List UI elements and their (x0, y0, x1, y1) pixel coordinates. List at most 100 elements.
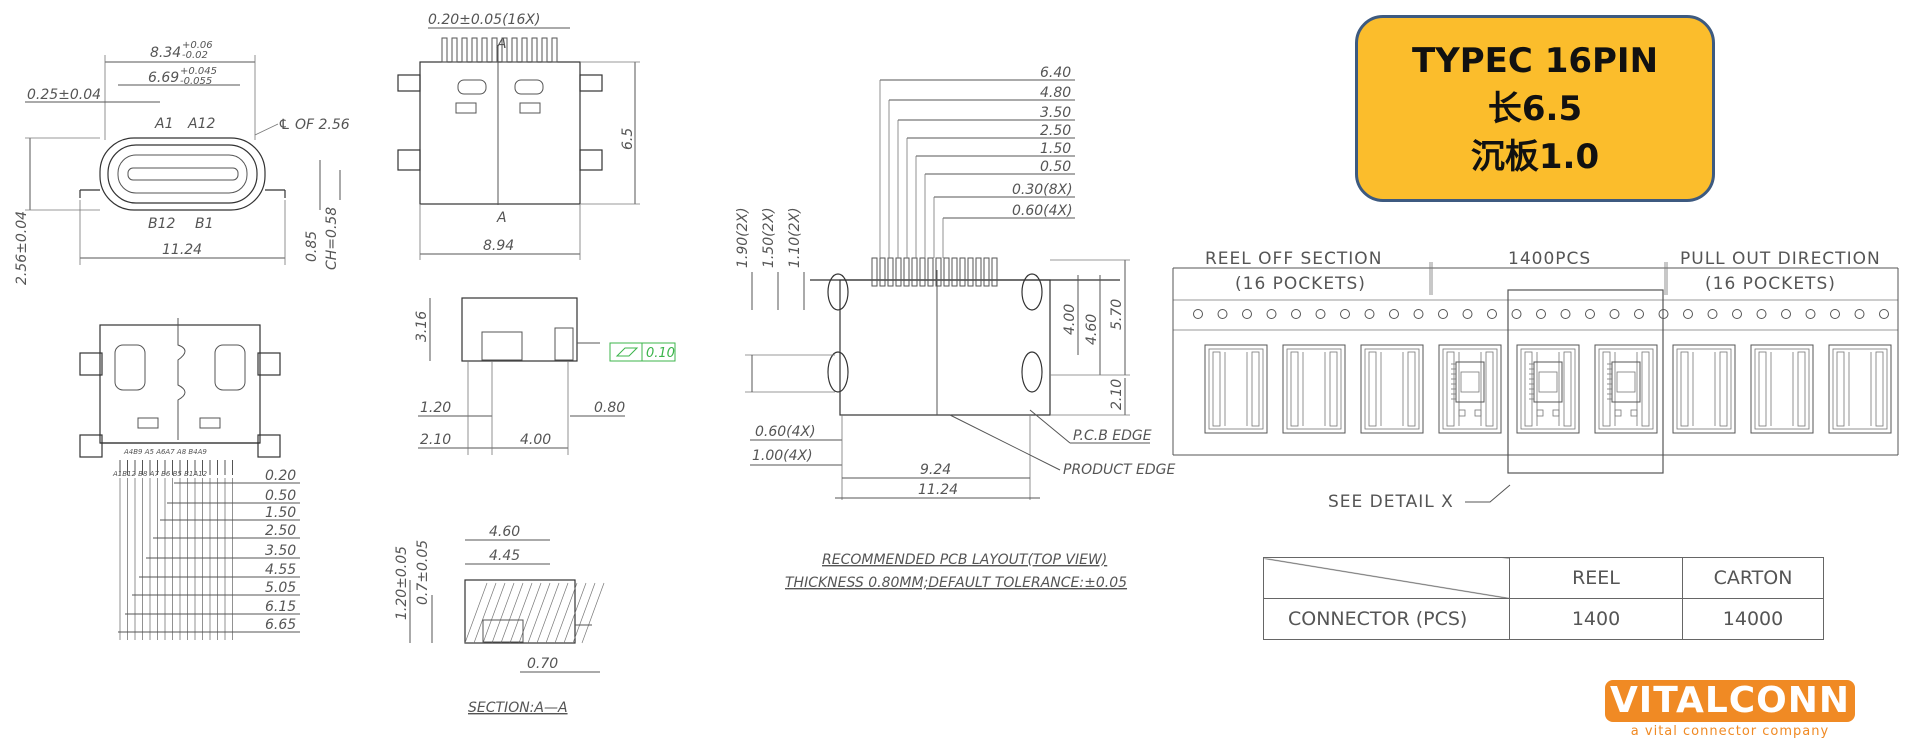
table-row: CONNECTOR (PCS) 1400 14000 (1263, 598, 1824, 640)
centerline-label: ℄ OF 2.56 (278, 117, 350, 133)
tape-pocket (1672, 344, 1736, 434)
pcb-left-dim-label: 1.90(2X) (735, 207, 751, 268)
top-pin (471, 37, 478, 63)
section-view: 4.60 4.45 1.20±0.05 0.7±0.05 0.70 SECTIO… (394, 524, 605, 716)
sprocket-hole (1805, 309, 1816, 319)
pockets-right: (16 POCKETS) (1705, 274, 1836, 294)
hatch-line (491, 582, 515, 644)
svg-text:1.20: 1.20 (420, 400, 451, 416)
sprocket-hole (1364, 309, 1375, 319)
dim-6-5: 6.5 (620, 128, 636, 150)
pcb-caption1: RECOMMENDED PCB LAYOUT(TOP VIEW) (822, 552, 1107, 568)
svg-text:4.45: 4.45 (489, 548, 520, 564)
sprocket-hole (1781, 309, 1791, 319)
pcb-edge-label: P.C.B EDGE (1073, 428, 1152, 444)
bottom-dim-label: 2.50 (265, 523, 296, 539)
pcb-dim-label: 0.60(4X) (1012, 203, 1073, 219)
side-view: 3.16 1.20 2.10 4.00 0.80 0.10 (414, 297, 676, 455)
sprocket-hole (1193, 309, 1203, 319)
svg-text:0.80: 0.80 (594, 400, 625, 416)
sprocket-hole (1879, 309, 1889, 319)
hatch-line (536, 582, 560, 644)
hatch-line (572, 582, 596, 644)
title-line2: 长6.5 (1487, 88, 1583, 129)
dim-8-34: 8.34 (150, 45, 181, 61)
tape-pocket (1360, 344, 1424, 434)
pcb-pad (975, 257, 982, 287)
sprocket-hole (1242, 309, 1252, 319)
top-pin (531, 37, 538, 63)
top-pin (481, 37, 488, 63)
pcb-vert-dim-label: 5.70 (1109, 299, 1125, 330)
top-pin (441, 37, 448, 63)
svg-text:A: A (496, 36, 507, 52)
sprocket-hole (1756, 309, 1767, 319)
pcb-pad (887, 257, 894, 287)
title-box: TYPEC 16PIN 长6.5 沉板1.0 (1355, 15, 1715, 202)
pcb-pad (959, 257, 966, 287)
pcb-dim-label: 1.50 (1040, 141, 1071, 157)
reel-value: 1400 (1509, 598, 1683, 640)
pin-labels-top: A4B9 A5 A6A7 A8 B4A9 (123, 448, 207, 456)
pcb-pad (983, 257, 990, 287)
pcb-pad (951, 257, 958, 287)
sprocket-hole (1511, 309, 1522, 319)
svg-text:1.00(4X): 1.00(4X) (752, 448, 813, 464)
svg-text:0.85: 0.85 (304, 231, 320, 262)
svg-text:B1: B1 (195, 216, 214, 232)
bottom-dim-label: 1.50 (265, 505, 296, 521)
svg-text:A12: A12 (187, 116, 215, 132)
svg-text:9.24: 9.24 (920, 462, 951, 478)
logo-mark: VITALCONN (1605, 680, 1855, 722)
svg-text:1.20±0.05: 1.20±0.05 (394, 546, 410, 620)
svg-text:4.60: 4.60 (489, 524, 520, 540)
sprocket-hole (1413, 309, 1424, 319)
dim-6-69: 6.69 (148, 70, 179, 86)
pcb-pad (967, 257, 974, 287)
pcb-dim-label: 3.50 (1040, 105, 1071, 121)
bottom-dim-label: 5.05 (265, 580, 296, 596)
hatch-line (527, 582, 551, 644)
bottom-dim-label: 4.55 (265, 562, 296, 578)
top-view: A A 0.20±0.05(16X) 8.94 6.5 (397, 12, 640, 260)
svg-text:0.70: 0.70 (527, 656, 558, 672)
tape-pocket (1438, 344, 1502, 434)
top-pin (541, 37, 548, 63)
product-edge-label: PRODUCT EDGE (1063, 462, 1175, 478)
pcb-pad (935, 257, 942, 287)
svg-text:0.60(4X): 0.60(4X) (755, 424, 816, 440)
row-label: CONNECTOR (PCS) (1263, 598, 1510, 640)
col-carton: CARTON (1682, 557, 1824, 599)
pcb-vert-dim-label: 4.60 (1084, 314, 1100, 345)
title-line3: 沉板1.0 (1470, 136, 1600, 177)
sprocket-hole (1487, 309, 1497, 319)
pcb-dim-label: 0.50 (1040, 159, 1071, 175)
qty-label: 1400PCS (1508, 249, 1591, 269)
sprocket-hole (1707, 309, 1718, 319)
pcb-pad (943, 257, 950, 287)
hatch-line (482, 582, 506, 644)
svg-text:2.10: 2.10 (420, 432, 451, 448)
pockets-left: (16 POCKETS) (1235, 274, 1366, 294)
sprocket-hole (1536, 309, 1546, 319)
pcb-caption2: THICKNESS 0.80MM;DEFAULT TOLERANCE:±0.05 (785, 575, 1127, 591)
dim-pitch: 0.25±0.04 (27, 87, 101, 103)
sprocket-hole (1389, 309, 1399, 319)
pcb-vert-dim-label: 2.10 (1109, 379, 1125, 410)
logo-tagline: a vital connector company (1630, 724, 1830, 739)
sprocket-hole (1854, 309, 1865, 319)
svg-text:4.00: 4.00 (520, 432, 551, 448)
svg-text:A1: A1 (154, 116, 173, 132)
sprocket-hole (1340, 309, 1350, 319)
pull-out-label: PULL OUT DIRECTION (1680, 249, 1881, 269)
tape-pocket (1204, 344, 1268, 434)
dim-8-94: 8.94 (483, 238, 514, 254)
pcb-layout: 6.404.803.502.501.500.500.30(8X)0.60(4X)… (735, 65, 1175, 591)
hatch-line (581, 582, 605, 644)
hatch-line (545, 582, 569, 644)
top-pin (551, 37, 558, 63)
sprocket-hole (1732, 309, 1742, 319)
sprocket-hole (1585, 309, 1595, 319)
pcb-left-dim-label: 1.50(2X) (761, 207, 777, 268)
